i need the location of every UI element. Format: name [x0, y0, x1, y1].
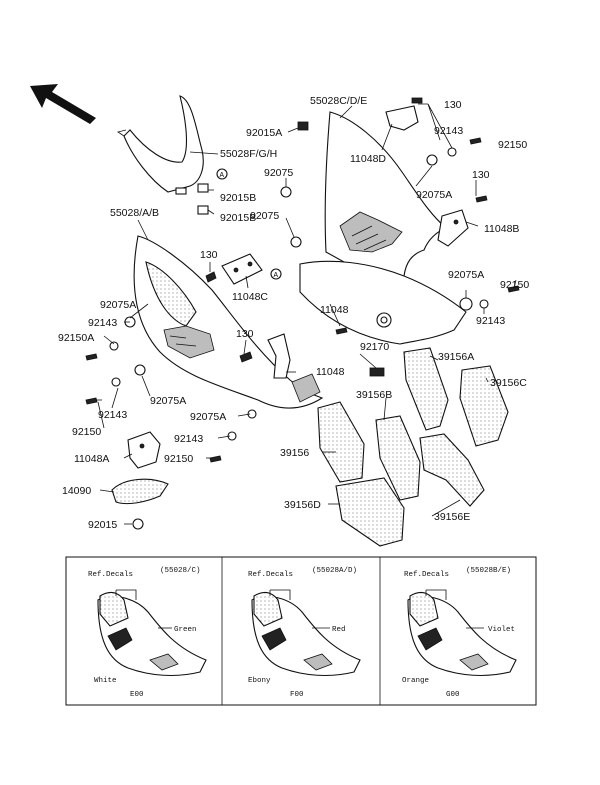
leader-lines: [96, 103, 517, 525]
label-39156B: 39156B: [356, 389, 392, 401]
label-92075Ac: 92075A: [100, 299, 136, 311]
label-39156D: 39156D: [284, 499, 321, 511]
variant-3-foot: G00: [446, 691, 460, 699]
svg-text:A: A: [220, 172, 225, 180]
bracket-11048B: [437, 209, 469, 247]
variant-1-code: (55028/C): [160, 567, 201, 575]
label-92075Ae: 92075A: [190, 411, 226, 423]
label-92143b: 92143: [88, 317, 117, 329]
label-92150d: 92150: [164, 453, 193, 465]
shield-14090: [111, 478, 169, 505]
variant-2-foot: F00: [290, 691, 304, 699]
label-55028CDE: 55028C/D/E: [310, 95, 367, 107]
front-direction-arrow-icon: [30, 84, 96, 124]
label-14090: 14090: [62, 485, 91, 497]
main-cowl-left: [133, 235, 324, 409]
label-92015A: 92015A: [246, 127, 282, 139]
label-11048b: 11048: [316, 366, 345, 378]
variant-1-stripe: Green: [174, 626, 197, 634]
bracket-11048C: [221, 253, 263, 285]
label-39156E: 39156E: [434, 511, 470, 523]
variant-1-ref: Ref.Decals: [88, 571, 133, 579]
variant-2-colour: Ebony: [248, 677, 271, 685]
label-11048a: 11048: [320, 304, 349, 316]
variant-3-stripe: Violet: [488, 626, 515, 634]
variant-3-ref: Ref.Decals: [404, 571, 449, 579]
variant-1-colour: White: [94, 677, 117, 685]
label-92143d: 92143: [98, 409, 127, 421]
label-92170: 92170: [360, 341, 389, 353]
label-11048A: 11048A: [74, 453, 109, 465]
label-92015Ba: 92015B: [220, 192, 256, 204]
svg-text:A: A: [274, 272, 279, 280]
label-92150c: 92150: [72, 426, 101, 438]
label-92150a: 92150: [498, 139, 527, 151]
label-130b: 130: [472, 169, 490, 181]
lower-cowl-right: [299, 260, 467, 345]
label-39156: 39156: [280, 447, 309, 459]
label-92015Bb: 92015B: [220, 212, 256, 224]
upper-cowl-right: [324, 111, 448, 279]
variant-panel-1: Ref.Decals (55028/C) Green White E00: [88, 567, 207, 699]
variant-1-foot: E00: [130, 691, 144, 699]
ref-marker-A-1: A: [216, 168, 228, 180]
variants-frame: [65, 556, 537, 706]
decal-panels: [317, 347, 509, 547]
label-92150b: 92150: [500, 279, 529, 291]
bracket-11048A: [127, 431, 161, 469]
label-55028FGH: 55028F/G/H: [220, 148, 277, 160]
label-92150A: 92150A: [58, 332, 94, 344]
label-92075Ab: 92075A: [448, 269, 484, 281]
label-92075a: 92075: [264, 167, 293, 179]
label-92075b: 92075: [250, 210, 279, 222]
variant-2-stripe: Red: [332, 626, 346, 634]
label-39156C: 39156C: [490, 377, 527, 389]
variant-3-colour: Orange: [402, 677, 429, 685]
label-11048C: 11048C: [232, 291, 268, 303]
label-92015: 92015: [88, 519, 117, 531]
label-92075Aa: 92075A: [416, 189, 452, 201]
label-11048D: 11048D: [350, 153, 386, 165]
label-92143c: 92143: [476, 315, 505, 327]
label-130c: 130: [200, 249, 218, 261]
label-39156A: 39156A: [438, 351, 474, 363]
label-55028AB: 55028/A/B: [110, 207, 159, 219]
variant-3-code: (55028B/E): [466, 567, 511, 575]
variant-2-ref: Ref.Decals: [248, 571, 293, 579]
label-11048B: 11048B: [484, 223, 519, 235]
variant-2-code: (55028A/D): [312, 567, 357, 575]
label-130d: 130: [236, 328, 254, 340]
bracket-11048-lower: [267, 333, 291, 379]
bracket-11048D: [385, 97, 423, 131]
variant-panel-2: Ref.Decals (55028A/D) Red Ebony F00: [248, 567, 361, 699]
label-130a: 130: [444, 99, 462, 111]
label-92143a: 92143: [434, 125, 463, 137]
variant-panel-3: Ref.Decals (55028B/E) Violet Orange G00: [402, 567, 517, 699]
variant-panels: [65, 556, 537, 706]
label-92075Ad: 92075A: [150, 395, 186, 407]
inner-cowl-upper: [117, 95, 204, 193]
ref-marker-A-2: A: [270, 268, 282, 280]
part-labels: 55028C/D/E 130 92143 92150 92015A 11048D…: [58, 95, 529, 531]
label-92143e: 92143: [174, 433, 203, 445]
